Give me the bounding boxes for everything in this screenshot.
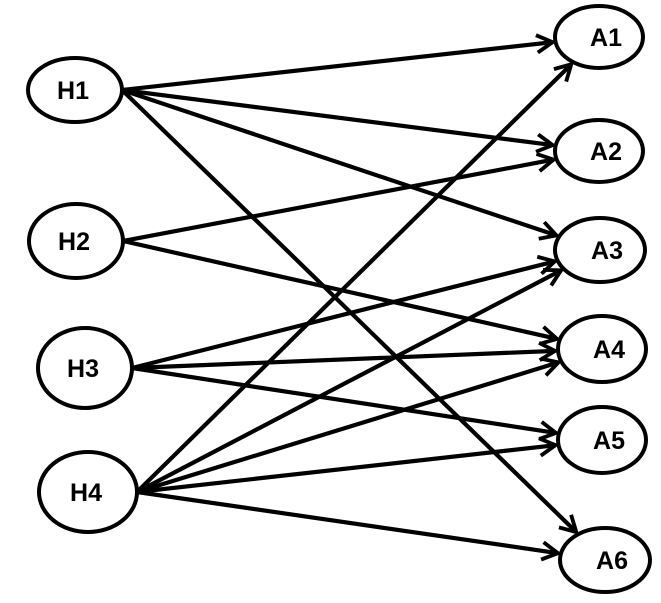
graph-edge-H3-A3 bbox=[131, 261, 555, 371]
node-ellipse-H1 bbox=[26, 56, 124, 124]
graph-edge-H4-A6 bbox=[136, 489, 558, 553]
node-ellipse-A1 bbox=[553, 4, 645, 70]
node-label-H1: H1 bbox=[57, 77, 89, 105]
node-label-A6: A6 bbox=[596, 547, 628, 575]
node-label-H2: H2 bbox=[58, 228, 90, 256]
graph-node-A4: A4 bbox=[556, 314, 648, 384]
node-label-A2: A2 bbox=[590, 138, 622, 166]
node-ellipse-H2 bbox=[27, 202, 125, 280]
graph-edge-H4-A1 bbox=[135, 64, 571, 494]
node-ellipse-A2 bbox=[553, 118, 645, 184]
node-label-A4: A4 bbox=[593, 336, 625, 364]
node-ellipse-A4 bbox=[556, 314, 648, 384]
node-label-H3: H3 bbox=[67, 355, 99, 383]
graph-node-H1: H1 bbox=[26, 56, 124, 124]
edges-layer bbox=[120, 42, 576, 553]
graph-edge-H3-A5 bbox=[131, 365, 556, 433]
graph-node-A5: A5 bbox=[556, 405, 648, 475]
node-ellipse-A6 bbox=[558, 526, 652, 594]
graph-edge-H4-A4 bbox=[136, 362, 558, 495]
graph-node-A1: A1 bbox=[553, 4, 645, 70]
graph-edge-H4-A3 bbox=[136, 270, 561, 494]
graph-edge-H4-A5 bbox=[136, 445, 555, 495]
graph-node-A6: A6 bbox=[558, 526, 652, 594]
node-label-A1: A1 bbox=[590, 24, 622, 52]
graph-edge-H1-A6 bbox=[120, 88, 576, 532]
graph-edge-H1-A3 bbox=[121, 88, 556, 235]
graph-edge-H2-A2 bbox=[122, 160, 554, 244]
graph-node-A2: A2 bbox=[553, 118, 645, 184]
node-ellipse-H4 bbox=[37, 450, 139, 534]
node-ellipse-A5 bbox=[556, 405, 648, 475]
graph-node-H3: H3 bbox=[36, 326, 134, 410]
node-label-A5: A5 bbox=[593, 427, 625, 455]
node-label-A3: A3 bbox=[591, 237, 623, 265]
graph-edge-H1-A2 bbox=[121, 87, 553, 145]
graph-node-H4: H4 bbox=[37, 450, 139, 534]
node-ellipse-A3 bbox=[553, 216, 647, 284]
graph-node-H2: H2 bbox=[27, 202, 125, 280]
node-ellipse-H3 bbox=[36, 326, 134, 410]
graph-node-A3: A3 bbox=[553, 216, 647, 284]
graph-edge-H3-A4 bbox=[131, 351, 555, 371]
node-label-H4: H4 bbox=[70, 479, 102, 507]
graph-edge-H1-A1 bbox=[121, 42, 553, 93]
